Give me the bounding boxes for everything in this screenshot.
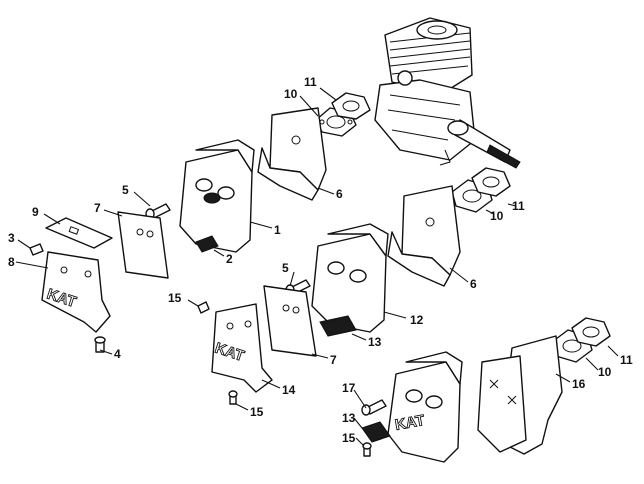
spark-screen-13-middle (319, 315, 357, 337)
spark-screen-13-lower (361, 421, 391, 443)
callout-5: 5 (282, 261, 289, 275)
callout-6: 6 (470, 277, 477, 291)
callout-13: 13 (368, 335, 382, 349)
callout-4: 4 (114, 347, 121, 361)
muffler-lower-kat: KAT (387, 351, 463, 463)
callout-numbers: 11 10 6 1 2 5 7 9 3 8 4 11 10 6 5 12 13 … (8, 75, 633, 445)
heat-shield-upper (257, 107, 327, 201)
screw-15-upper (197, 301, 210, 314)
engine-assembly (374, 17, 521, 169)
plate-9 (45, 217, 113, 249)
callout-11: 11 (512, 199, 525, 213)
screw-4 (94, 336, 106, 353)
screw-17 (361, 399, 387, 416)
callout-16: 16 (572, 377, 586, 391)
callout-7: 7 (330, 353, 337, 367)
catalyst-cover-14: KAT (211, 303, 273, 393)
callout-15: 15 (342, 431, 356, 445)
callout-15: 15 (168, 291, 182, 305)
screw-5-upper (145, 203, 171, 220)
callout-15: 15 (250, 405, 264, 419)
callout-5: 5 (122, 183, 129, 197)
callout-11: 11 (304, 75, 317, 89)
callout-17: 17 (342, 381, 356, 395)
callout-1: 1 (274, 223, 281, 237)
catalyst-cover-8: KAT (41, 251, 111, 333)
plate-7-upper (117, 211, 169, 279)
kat-mark: KAT (394, 412, 426, 434)
callout-12: 12 (410, 313, 424, 327)
muffler-1 (179, 139, 255, 253)
callout-9: 9 (32, 205, 39, 219)
spark-screen-2 (195, 235, 219, 253)
gasket-middle (451, 167, 511, 213)
plate-7-lower (263, 285, 317, 357)
callout-7: 7 (94, 201, 101, 215)
gasket-upper (315, 92, 371, 137)
leader-lines (15, 87, 619, 447)
callout-13: 13 (342, 411, 356, 425)
screw-15-bottom (362, 442, 372, 457)
callout-8: 8 (8, 255, 15, 269)
gasket-lower (551, 317, 611, 363)
callout-3: 3 (8, 231, 15, 245)
callout-10: 10 (284, 87, 298, 101)
callout-10: 10 (598, 365, 612, 379)
heat-shield-16 (477, 335, 563, 455)
screw-3 (29, 243, 44, 256)
heat-shield-middle (387, 185, 461, 287)
muffler-12 (311, 223, 389, 333)
callout-11: 11 (620, 353, 633, 367)
callout-14: 14 (282, 383, 296, 397)
screw-15-lower (228, 390, 238, 405)
callout-6: 6 (336, 187, 343, 201)
callout-2: 2 (226, 252, 233, 266)
callout-10: 10 (490, 209, 504, 223)
